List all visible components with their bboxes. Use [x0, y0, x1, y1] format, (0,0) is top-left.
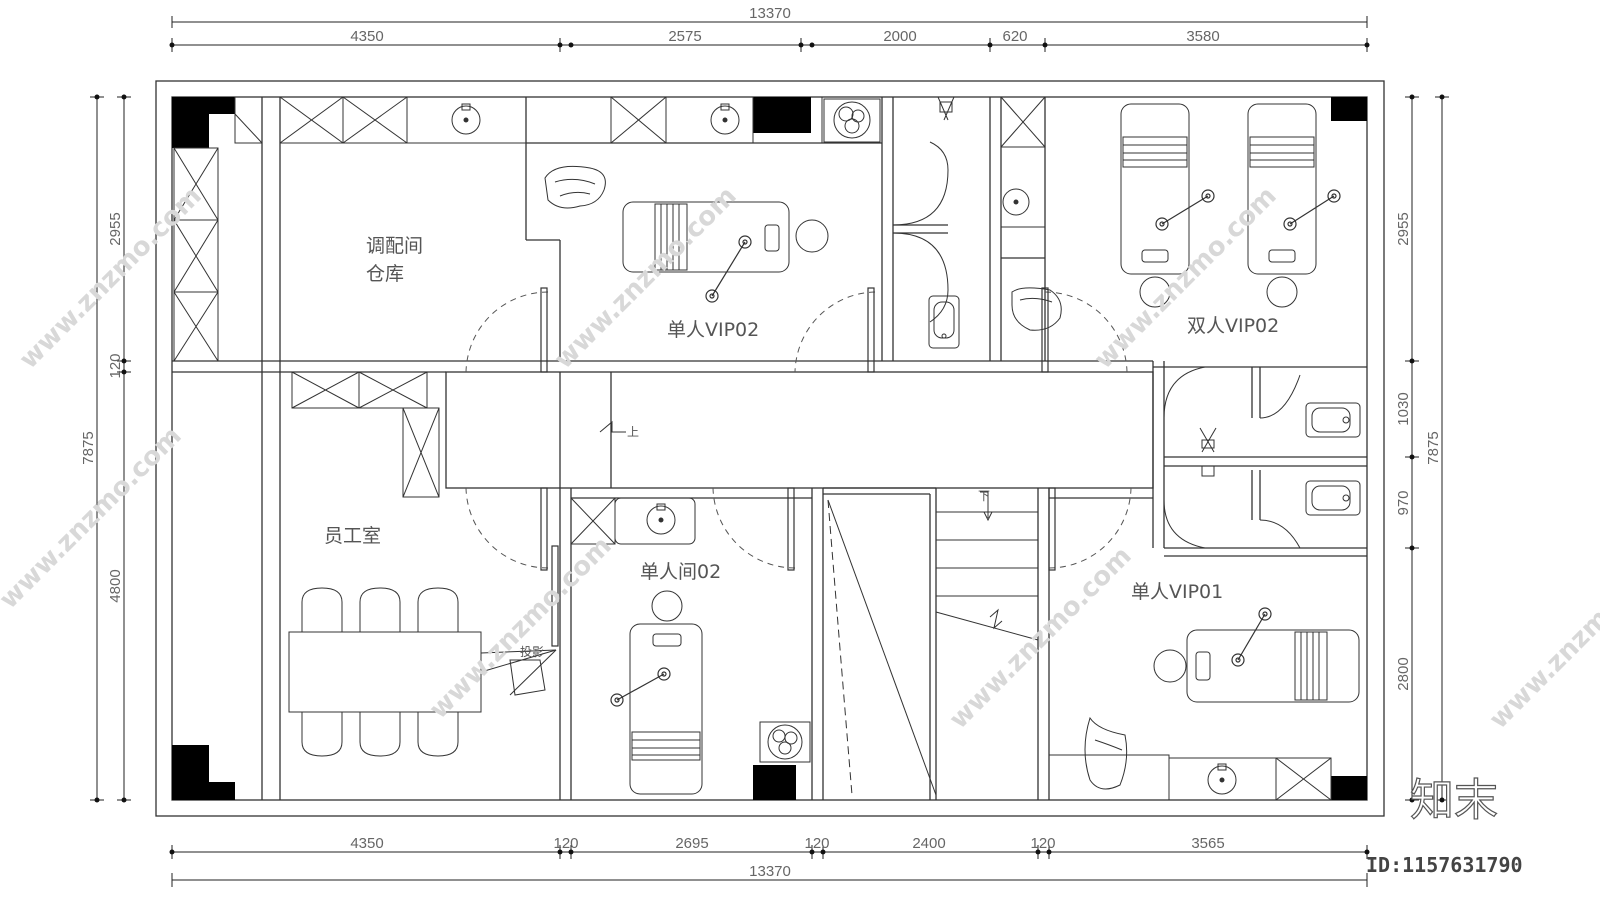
dim-right-seg-4: 2800 [1395, 657, 1412, 690]
lounge-chairs [544, 165, 1128, 790]
dim-top-seg-2: 2575 [668, 28, 701, 45]
structural-columns [172, 97, 1367, 800]
lamp-arms [610, 189, 1341, 707]
dim-right-seg-2: 1030 [1395, 392, 1412, 425]
exhaust-fan-icons [937, 96, 1217, 477]
dim-top-seg-1: 4350 [350, 28, 383, 45]
dim-bottom-total: 13370 [749, 863, 791, 880]
brand-logo-text: 知末 [1410, 775, 1498, 826]
watermark-5: www.znzmo.com [424, 531, 618, 725]
dim-left-seg-3: 4800 [107, 569, 124, 602]
doors [892, 141, 1301, 549]
walls [155, 80, 1385, 817]
room-label-single-vip01: 单人VIP01 [1131, 581, 1223, 603]
plants [759, 98, 881, 763]
dim-top-seg-5: 3580 [1186, 28, 1219, 45]
watermark-1: www.znzmo.com [14, 181, 208, 375]
dimension-ticks [94, 42, 1445, 855]
dim-bottom-seg-1: 4350 [350, 835, 383, 852]
dim-bottom-seg-4: 120 [804, 835, 829, 852]
dim-right-seg-1: 2955 [1395, 212, 1412, 245]
dim-bottom-seg-7: 3565 [1191, 835, 1224, 852]
watermark-6: www.znzmo.com [944, 541, 1138, 735]
drawing-id: ID:1157631790 [1366, 853, 1523, 877]
watermarks: www.znzmo.com www.znzmo.com www.znzmo.co… [0, 181, 1600, 735]
sinks [451, 103, 1237, 795]
dim-bottom-seg-5: 2400 [912, 835, 945, 852]
dim-bottom-seg-2: 120 [553, 835, 578, 852]
room-label-single-room02: 单人间02 [640, 561, 721, 583]
dim-right-total: 7875 [1425, 431, 1442, 464]
room-label-single-vip02: 单人VIP02 [667, 319, 759, 341]
dim-top-total: 13370 [749, 5, 791, 22]
staircase [599, 420, 1039, 796]
cabinets [173, 96, 1332, 801]
dim-right-seg-3: 970 [1395, 490, 1412, 515]
room-label-mixing: 调配间 [366, 235, 423, 257]
massage-beds [622, 103, 1360, 795]
door-swings-dashed [465, 291, 1132, 569]
staff-table [288, 587, 557, 757]
dim-top-seg-4: 620 [1002, 28, 1027, 45]
dim-bottom-seg-3: 2695 [675, 835, 708, 852]
room-label-storage: 仓库 [366, 263, 404, 285]
dim-left-total: 7875 [80, 431, 97, 464]
dim-bottom-seg-6: 120 [1030, 835, 1055, 852]
door-leaves [540, 287, 1056, 647]
dim-left-seg-2: 120 [107, 353, 124, 378]
label-projector: 投影 [520, 644, 544, 659]
watermark-7: www.znzmo.com [1484, 541, 1600, 735]
room-label-double-vip02: 双人VIP02 [1187, 315, 1279, 337]
toilets [928, 295, 1361, 516]
dim-left-seg-1: 2955 [107, 212, 124, 245]
label-stairs-down: 下 [978, 489, 990, 503]
watermark-2: www.znzmo.com [549, 181, 743, 375]
label-stairs-up: 上 [627, 425, 639, 439]
room-label-staff: 员工室 [324, 525, 381, 547]
dimension-lines [90, 16, 1449, 887]
dim-top-seg-3: 2000 [883, 28, 916, 45]
